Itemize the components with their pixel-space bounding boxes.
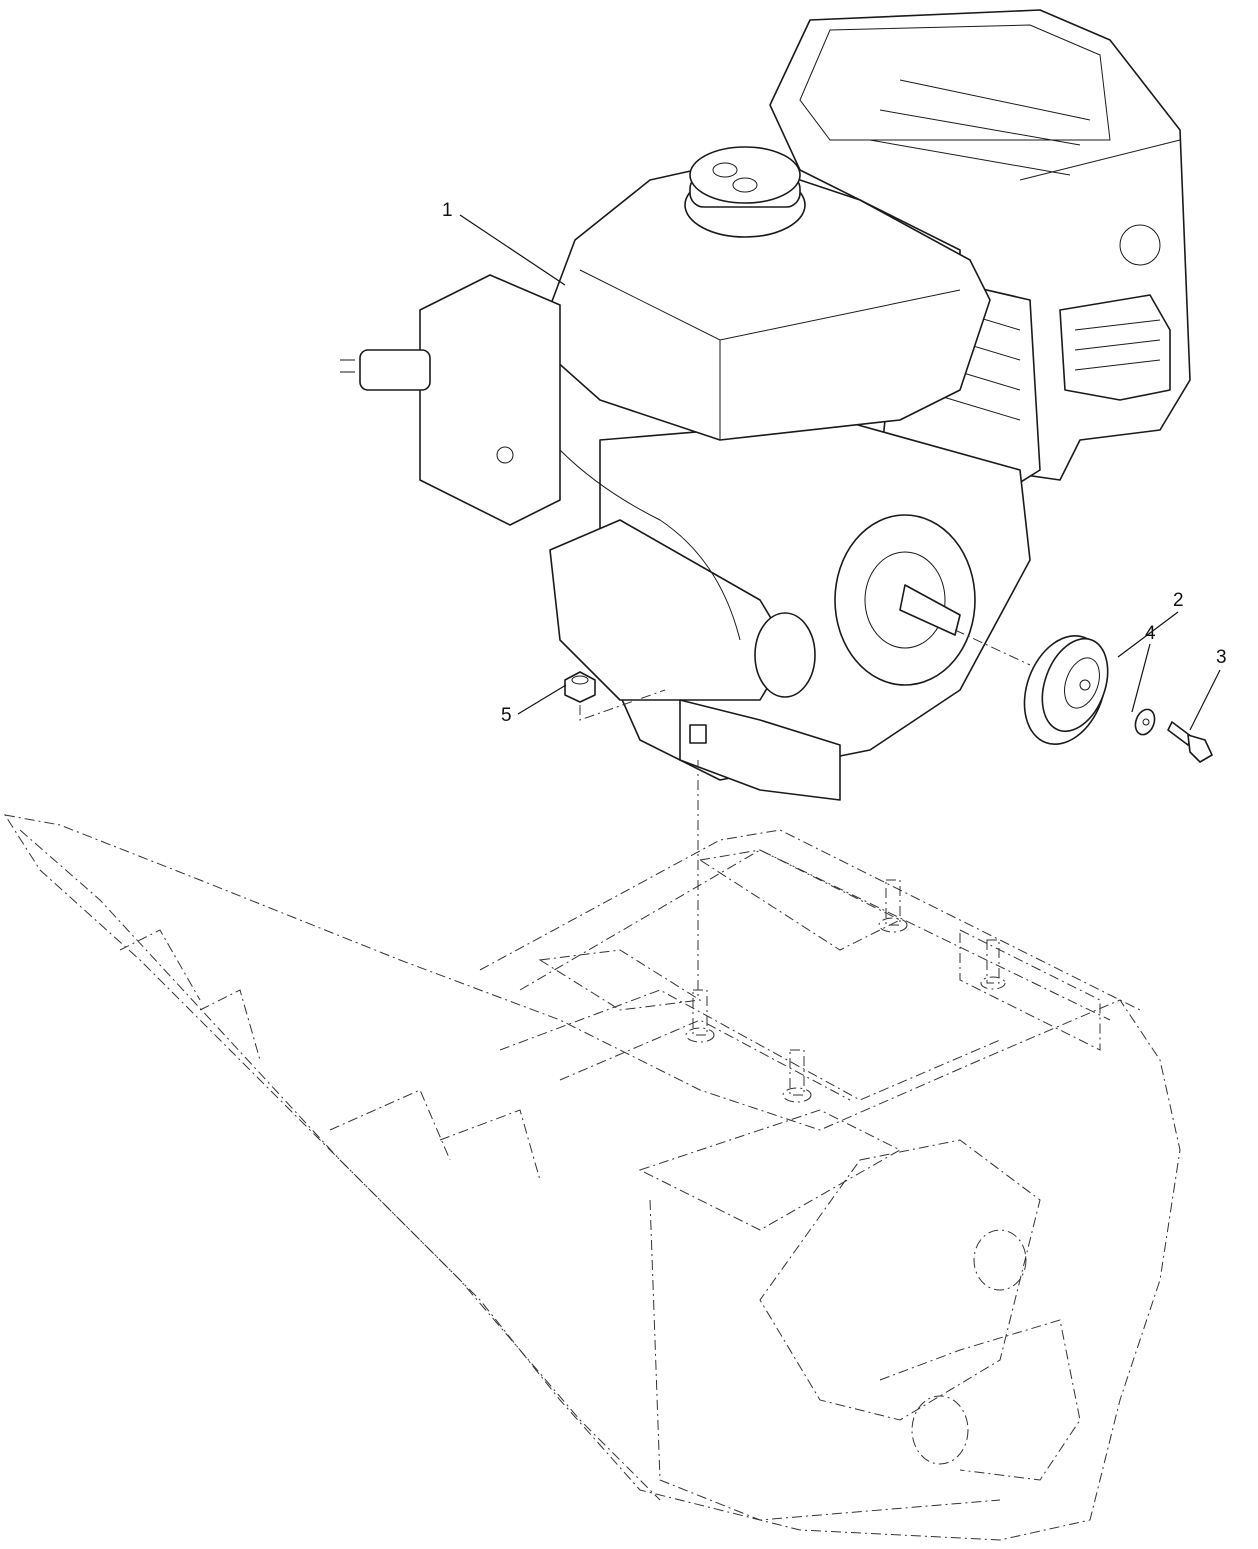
nut	[564, 671, 596, 703]
washer	[1134, 708, 1156, 736]
leader-lines	[459, 214, 1221, 731]
bolt	[1167, 721, 1213, 763]
callout-1: 1	[442, 200, 453, 221]
callout-3: 3	[1216, 647, 1227, 668]
callout-4: 4	[1145, 623, 1156, 644]
callout-2: 2	[1173, 590, 1184, 611]
frame-phantom	[3, 814, 1181, 1541]
engine-artwork	[340, 9, 1191, 801]
assembly-lines	[579, 629, 1031, 1000]
pulley	[1023, 634, 1109, 746]
callout-5: 5	[501, 705, 512, 726]
